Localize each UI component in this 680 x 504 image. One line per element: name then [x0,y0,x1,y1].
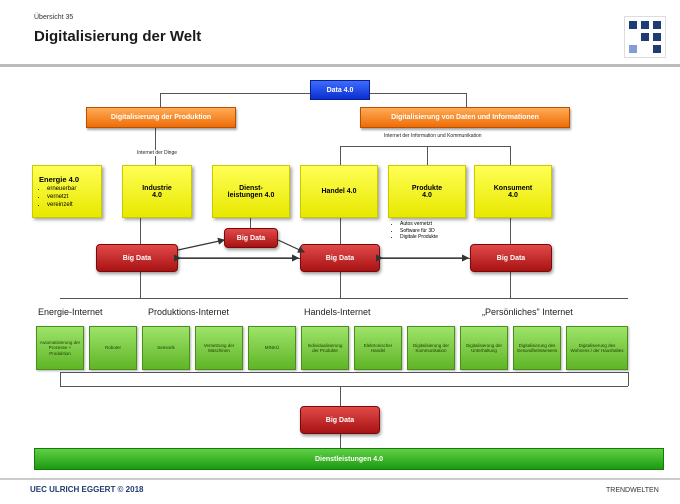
slide-subtitle: Übersicht 35 [34,14,74,21]
footer-divider [0,478,680,480]
energie-bullet: erneuerbar [47,185,76,193]
company-logo [624,16,666,58]
footer-copyright: UEC ULRICH EGGERT © 2018 [30,485,144,494]
green-box-automatisierung: Automatisierung der Prozesse + Produktio… [36,326,84,370]
big-data-center: Big Data [300,244,380,272]
internet-information-label: Internet der Information und Kommunikati… [382,133,484,139]
slide-title: Digitalisierung der Welt [34,28,202,45]
big-data-left: Big Data [96,244,178,272]
footer-brand: TRENDWELTEN [606,487,659,494]
green-box-unterhaltung: Digitalisierung der Unterhaltung [460,326,508,370]
produkte-note: Software für 3D [400,228,472,235]
green-box-kommunikation: Digitalisierung der Kommunikation [407,326,455,370]
produkte-40-box: Produkte 4.0 [388,165,466,218]
green-box-elektronischer-handel: Elektronischer Handel [354,326,402,370]
green-box-minku: MINKÜ [248,326,296,370]
energie-bullet: vereinzelt [47,201,76,209]
digitalisierung-produktion-box: Digitalisierung der Produktion [86,107,236,128]
arrow-left-dienst [177,237,226,251]
green-box-gesundheitswesen: Digitalisierung des Gesundheitswesens [513,326,561,370]
internet-der-dinge-label: Internet der Dinge [135,150,180,156]
big-data-bottom: Big Data [300,406,380,434]
green-box-vernetzung: Vernetzung der Maschinen [195,326,243,370]
industrie-40-box: Industrie 4.0 [122,165,192,218]
energie-title: Energie 4.0 [39,174,80,184]
green-box-roboter: Roboter [89,326,137,370]
dienstleistungen-40-box: Dienst-leistungen 4.0 [212,165,290,218]
konsument-40-box: Konsument 4.0 [474,165,552,218]
big-data-right: Big Data [470,244,552,272]
green-box-sensorik: Sensorik [142,326,190,370]
handel-40-box: Handel 4.0 [300,165,378,218]
section-energie-internet: Energie-Internet [36,307,105,317]
section-produktions-internet: Produktions-Internet [146,307,232,317]
section-handels-internet: Handels-Internet [302,307,373,317]
energie-bullet: vernetzt [47,193,76,201]
big-data-dienstleistungen: Big Data [224,228,278,248]
header-divider [0,64,680,67]
data-40-box: Data 4.0 [310,80,370,100]
produkte-notes: Autos vernetzt Software für 3D Digitale … [392,221,472,241]
green-box-individualisierung: Individualisierung der Produkte [301,326,349,370]
dienstleistungen-40-bar: Dienstleistungen 4.0 [34,448,664,470]
produkte-note: Autos vernetzt [400,221,472,228]
energie-40-box: Energie 4.0 erneuerbar vernetzt vereinze… [32,165,102,218]
green-box-wohnen: Digitalisierung des Wohnens / der Hausha… [566,326,628,370]
section-persoenliches-internet: „Persönliches" Internet [480,307,575,317]
produkte-note: Digitale Produkte [400,234,472,241]
digitalisierung-daten-box: Digitalisierung von Daten und Informatio… [360,107,570,128]
